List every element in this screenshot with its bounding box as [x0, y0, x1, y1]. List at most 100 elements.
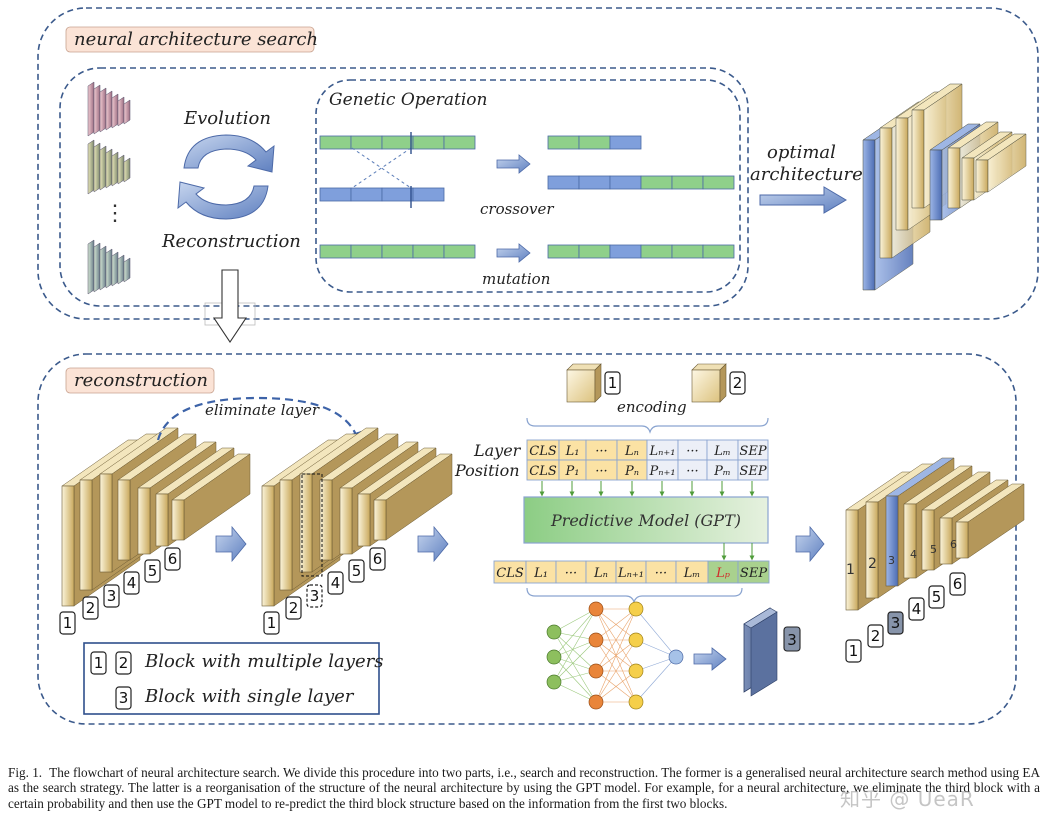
flowchart-figure: neural architecture search ⋮ Evolution R…: [37, 7, 1039, 725]
optimal-label: optimal: [767, 142, 836, 163]
parent-a-bar: [319, 135, 476, 150]
eliminate-arc: [156, 396, 364, 448]
nn-input-node-3: [546, 674, 562, 690]
legend-tag-1: 1: [90, 651, 107, 675]
down-arrow-icon: [204, 269, 256, 343]
archB-block-2: 2: [285, 596, 302, 620]
archA-block-5: 5: [144, 559, 161, 583]
nn-edge: [635, 656, 677, 703]
layer-row-token-3: ···: [595, 444, 607, 459]
genetic-operation-title: Genetic Operation: [329, 90, 487, 110]
nn-hidden1-node-4: [588, 694, 604, 710]
archA-block-2: 2: [82, 596, 99, 620]
step-arrow-1-icon: [215, 525, 247, 563]
parent-a-bar-seg-1: [319, 135, 352, 150]
encoding-cube-tag-2: 2: [729, 371, 746, 395]
crossover-arrow-icon: [496, 154, 531, 174]
archC-inner-num-3: 3: [888, 554, 895, 567]
nn-hidden1-node-1: [588, 601, 604, 617]
nn-edge: [553, 631, 597, 672]
child-a-bar-seg-1: [547, 135, 580, 150]
archC-layer-7: [955, 483, 1025, 559]
output-token-2: L₁: [533, 566, 548, 581]
nn-hidden2-node-3: [628, 663, 644, 679]
nn-hidden2-node-1: [628, 601, 644, 617]
legend-tag-3-label: 3: [119, 689, 129, 707]
mutation-output-bar: [547, 244, 735, 259]
archA-block-6-label: 6: [168, 550, 178, 568]
child-b-bar-seg-6: [702, 175, 735, 190]
encoding-cube-1: 1: [566, 363, 621, 403]
archA-block-3: 3: [103, 584, 120, 608]
search-panel-title: neural architecture search: [74, 29, 318, 50]
input-arrows: [539, 481, 755, 497]
archA-layer-7: [171, 453, 251, 541]
parent-a-bar-seg-2: [350, 135, 383, 150]
eliminate-layer-label: eliminate layer: [205, 401, 320, 419]
position-row-token-1: CLS: [529, 464, 557, 479]
layer-row-token-6: ···: [686, 444, 698, 459]
nn-edge: [553, 681, 597, 703]
archB-layer-7: [373, 453, 453, 541]
archB-block-5: 5: [348, 559, 365, 583]
position-row-token-7: Pₘ: [713, 464, 731, 479]
architecture-label: architecture: [750, 164, 863, 185]
eliminated-layer-outline: [301, 473, 323, 577]
archA-block-4: 4: [123, 571, 140, 595]
predicted-block-number: 3: [787, 631, 797, 649]
parent-b-bar: [319, 187, 445, 202]
caption-text: The flowchart of neural architecture sea…: [8, 765, 1040, 811]
mutation-input-bar: [319, 244, 476, 259]
population-model-2: [87, 139, 131, 195]
layer-row-token-4: Lₙ: [624, 444, 639, 459]
nn-input-node-1: [546, 624, 562, 640]
archB-block-4-label: 4: [331, 574, 341, 592]
position-row-token-3: ···: [595, 464, 607, 479]
layer-row-token-5: Lₙ₊₁: [649, 444, 676, 459]
mutation-input-bar-seg-1: [319, 244, 352, 259]
layer-row-token-7: Lₘ: [713, 444, 731, 459]
archA-block-1: 1: [59, 611, 76, 635]
parent-b-bar-seg-2: [350, 187, 383, 202]
output-token-5: Lₙ₊₁: [617, 566, 644, 581]
archB-block-3: 3: [306, 584, 323, 608]
nn-edge: [595, 608, 637, 672]
encoding-brace: [526, 417, 769, 434]
mutation-output-bar-seg-6: [702, 244, 735, 259]
nn-edge: [553, 608, 597, 683]
optimal-layer-8: [975, 159, 989, 193]
position-row-cell-8: [737, 459, 769, 481]
legend-tag-2: 2: [115, 651, 132, 675]
archC-inner-num-6: 6: [950, 538, 957, 551]
position-row-token-5: Pₙ₊₁: [648, 464, 675, 479]
parent-a-bar-seg-3: [381, 135, 414, 150]
archC-block-6-label: 6: [953, 575, 963, 593]
output-token-4: Lₙ: [593, 566, 608, 581]
mutation-output-bar-seg-3: [609, 244, 642, 259]
reconstruction-label: Reconstruction: [161, 231, 301, 252]
optimal-layer-1: [862, 139, 876, 291]
legend-tag-1-label: 1: [94, 654, 104, 672]
mutation-input-bar-seg-5: [443, 244, 476, 259]
crossover-label: crossover: [480, 200, 554, 218]
parent-b-bar-seg-1: [319, 187, 352, 202]
archC-block-1-label: 1: [849, 642, 859, 660]
output-token-1: CLS: [496, 566, 524, 581]
mutation-input-bar-seg-2: [350, 244, 383, 259]
nn-edge: [553, 608, 597, 633]
child-b-bar-seg-2: [578, 175, 611, 190]
legend-box: [83, 642, 380, 715]
child-a-bar: [547, 135, 642, 150]
nn-edge: [595, 608, 637, 703]
nn-edge: [595, 608, 637, 641]
mutation-input-bar-seg-4: [412, 244, 445, 259]
population-architectures: [87, 81, 131, 295]
mutation-output-bar-seg-2: [578, 244, 611, 259]
mutation-output-bar-seg-1: [547, 244, 580, 259]
mutation-output-bar-seg-4: [640, 244, 673, 259]
archC-block-6: 6: [949, 572, 966, 596]
nn-output-node-1: [668, 649, 684, 665]
